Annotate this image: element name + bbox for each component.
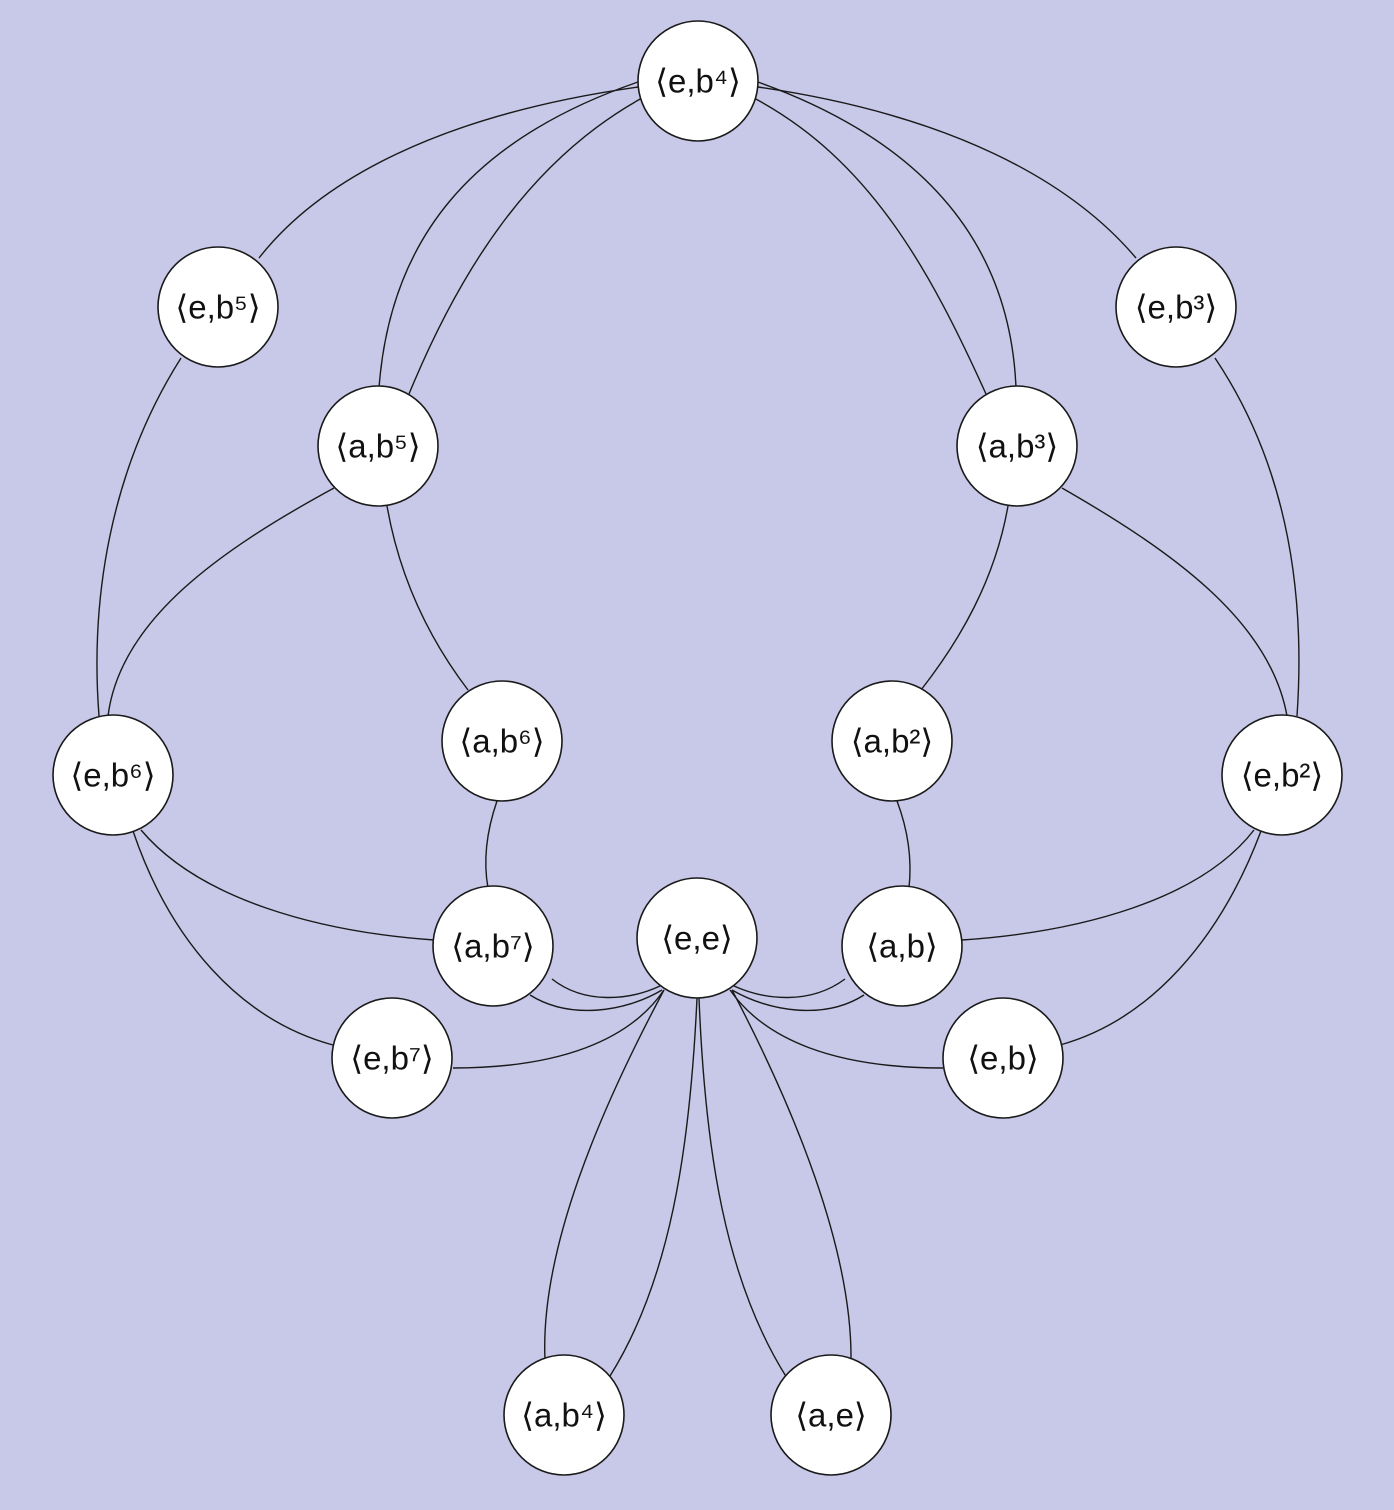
node-a-b2: ⟨a,b²⟩ <box>831 680 953 802</box>
node-e-b4: ⟨e,b⁴⟩ <box>637 20 759 142</box>
edge-e_e-a_e-outer <box>731 989 852 1361</box>
node-a-b: ⟨a,b⟩ <box>841 885 963 1007</box>
edge-group <box>96 81 1300 1379</box>
node-label: ⟨e,e⟩ <box>661 920 733 957</box>
node-label: ⟨a,b⁵⟩ <box>335 428 420 465</box>
edge-a_b3-a_b2 <box>920 505 1009 691</box>
node-circle <box>841 885 963 1007</box>
edge-e_b6-e_b7 <box>132 830 334 1046</box>
node-circle <box>331 997 453 1119</box>
node-a-e: ⟨a,e⟩ <box>770 1354 892 1476</box>
node-circle <box>317 385 439 507</box>
node-e-b5: ⟨e,b⁵⟩ <box>157 246 279 368</box>
node-label: ⟨e,b⟩ <box>967 1040 1039 1077</box>
node-label: ⟨a,b⁶⟩ <box>459 723 544 760</box>
edge-e_b3-e_b2 <box>1214 357 1300 717</box>
node-label: ⟨e,b⁴⟩ <box>655 63 741 100</box>
node-circle <box>441 680 563 802</box>
node-a-b6: ⟨a,b⁶⟩ <box>441 680 563 802</box>
node-circle <box>1221 714 1343 836</box>
edge-e_b4-a_b5-inner <box>408 97 643 395</box>
edge-a_b5-e_b6 <box>107 487 335 717</box>
node-label: ⟨a,b⟩ <box>866 928 938 965</box>
node-label: ⟨e,b⁵⟩ <box>175 289 260 326</box>
edge-e_b4-a_b3-inner <box>753 97 987 395</box>
node-circle <box>942 997 1064 1119</box>
edge-a_b7-e_e-lower <box>529 989 663 1012</box>
edge-e_b-e_e <box>729 989 944 1069</box>
node-circle <box>770 1354 892 1476</box>
node-label: ⟨e,b⁷⟩ <box>350 1040 434 1077</box>
edge-a_b6-a_b7 <box>485 800 498 889</box>
node-e-b6: ⟨e,b⁶⟩ <box>52 714 174 836</box>
node-e-b: ⟨e,b⟩ <box>942 997 1064 1119</box>
node-circle <box>432 885 554 1007</box>
node-circle <box>503 1354 625 1476</box>
edge-e_e-a_e-inner <box>698 997 788 1379</box>
node-circle <box>1115 246 1237 368</box>
node-a-b7: ⟨a,b⁷⟩ <box>432 885 554 1007</box>
node-label: ⟨a,e⟩ <box>795 1397 867 1434</box>
node-label: ⟨a,b⁴⟩ <box>521 1397 607 1434</box>
node-label: ⟨e,b²⟩ <box>1241 757 1324 794</box>
node-label: ⟨a,b³⟩ <box>976 428 1059 465</box>
edge-a_b-e_e-upper <box>733 978 846 999</box>
edge-a_b5-a_b6 <box>386 505 469 691</box>
node-group: ⟨e,b⁴⟩ ⟨e,b⁵⟩ ⟨e,b³⟩ ⟨a,b⁵⟩ ⟨a,b³⟩ ⟨e,b⁶… <box>52 20 1343 1476</box>
edge-e_b4-e_b5 <box>258 86 639 259</box>
edge-e_e-a_b4-outer <box>544 989 665 1361</box>
edge-a_b3-e_b2 <box>1061 487 1288 717</box>
node-circle <box>831 680 953 802</box>
edge-e_b2-a_b <box>961 829 1255 941</box>
node-a-b3: ⟨a,b³⟩ <box>956 385 1078 507</box>
node-e-e: ⟨e,e⟩ <box>636 877 758 999</box>
edge-e_e-a_b4-inner <box>609 997 698 1377</box>
node-a-b5: ⟨a,b⁵⟩ <box>317 385 439 507</box>
node-circle <box>637 20 759 142</box>
node-e-b7: ⟨e,b⁷⟩ <box>331 997 453 1119</box>
node-e-b2: ⟨e,b²⟩ <box>1221 714 1343 836</box>
node-label: ⟨a,b⁷⟩ <box>451 928 535 965</box>
edge-e_b4-e_b3 <box>757 86 1137 259</box>
node-circle <box>956 385 1078 507</box>
edge-e_b2-e_b <box>1059 830 1262 1046</box>
node-a-b4: ⟨a,b⁴⟩ <box>503 1354 625 1476</box>
node-label: ⟨a,b²⟩ <box>851 723 934 760</box>
node-circle <box>52 714 174 836</box>
edge-e_b4-a_b3-outer <box>757 81 1017 389</box>
node-e-b3: ⟨e,b³⟩ <box>1115 246 1237 368</box>
edge-a_b7-e_e-upper <box>551 978 661 999</box>
edge-a_b-e_e-lower <box>731 989 865 1012</box>
edge-e_b6-a_b7 <box>140 829 435 941</box>
node-circle <box>157 246 279 368</box>
edge-e_b4-a_b5-outer <box>378 81 639 389</box>
edge-e_b7-e_e <box>452 989 665 1069</box>
edge-e_b5-e_b6 <box>96 357 182 717</box>
node-circle <box>636 877 758 999</box>
edge-a_b2-a_b <box>896 800 911 889</box>
node-label: ⟨e,b⁶⟩ <box>70 757 155 794</box>
node-label: ⟨e,b³⟩ <box>1135 289 1218 326</box>
